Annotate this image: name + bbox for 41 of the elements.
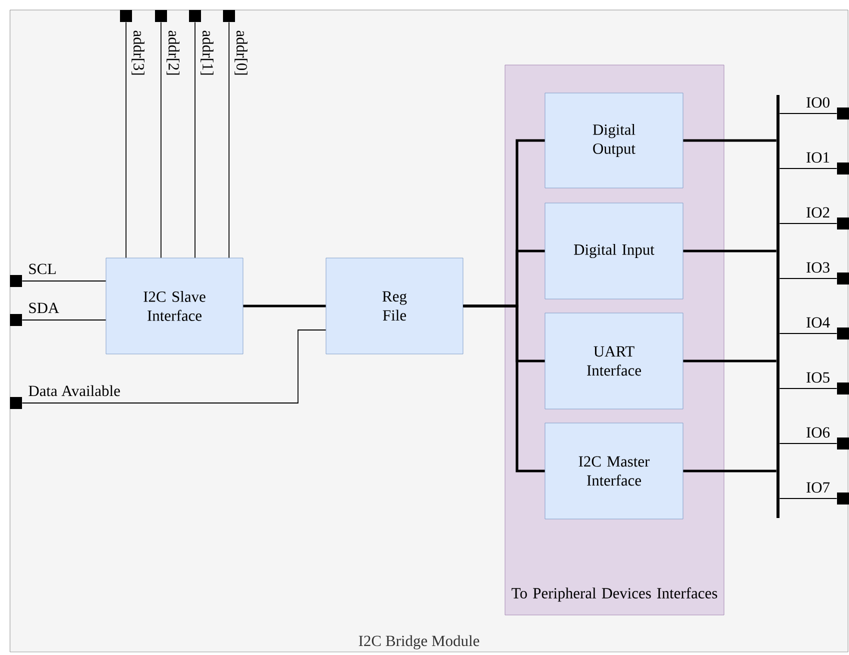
module-box: I2C Master Interface bbox=[544, 422, 684, 520]
pin-label: addr[0] bbox=[234, 30, 248, 75]
module-box: Digital Input bbox=[544, 202, 684, 300]
pin-label: IO5 bbox=[806, 372, 830, 383]
pin-label: IO3 bbox=[806, 262, 830, 273]
pin-label: addr[2] bbox=[166, 30, 180, 75]
bus-bar bbox=[776, 95, 780, 518]
connector-line bbox=[779, 388, 838, 389]
pin-label: IO4 bbox=[806, 317, 830, 328]
pin-label: IO2 bbox=[806, 207, 830, 218]
connector-line bbox=[683, 470, 776, 472]
connector-line bbox=[779, 278, 838, 279]
connector-line bbox=[779, 443, 838, 444]
pin-label: IO0 bbox=[806, 97, 830, 108]
connector-line bbox=[228, 22, 230, 258]
connector-line bbox=[779, 223, 838, 224]
connector-line bbox=[779, 498, 838, 499]
connector-line bbox=[22, 330, 326, 404]
pin-label: SDA bbox=[29, 302, 60, 314]
pin-label: IO1 bbox=[806, 152, 830, 163]
connector-line bbox=[160, 22, 162, 258]
connector-line bbox=[194, 22, 196, 258]
connector-line bbox=[22, 280, 106, 282]
connector-line bbox=[779, 168, 838, 169]
pin-label: IO6 bbox=[806, 427, 830, 438]
connector-line bbox=[243, 304, 326, 308]
connector-line bbox=[779, 333, 838, 334]
module-box: I2C Slave Interface bbox=[106, 258, 244, 354]
pin-label: IO7 bbox=[806, 482, 830, 493]
connector-line bbox=[463, 304, 545, 472]
module-box: Digital Output bbox=[544, 92, 684, 188]
pin-label: Data Available bbox=[28, 385, 120, 396]
pin-label: addr[1] bbox=[200, 30, 214, 75]
pin-label: addr[3] bbox=[132, 30, 144, 75]
connector-line bbox=[779, 113, 838, 114]
connector-line bbox=[683, 360, 776, 362]
connector-line bbox=[683, 139, 776, 142]
pin-label: SCL bbox=[29, 264, 56, 274]
module-box: UART Interface bbox=[544, 312, 684, 410]
module-box: Reg File bbox=[326, 258, 464, 354]
connector-line bbox=[683, 250, 776, 252]
